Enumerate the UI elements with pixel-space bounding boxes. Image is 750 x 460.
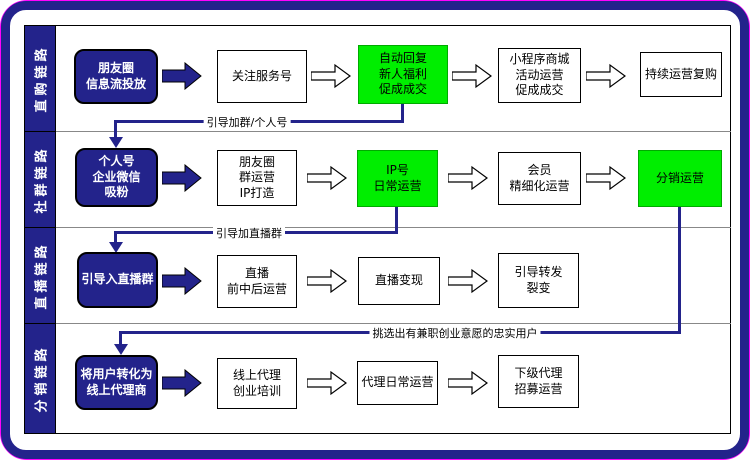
arrow-down-icon xyxy=(109,137,123,148)
row-divider xyxy=(24,131,731,132)
node-member-refined-ops: 会员 精细化运营 xyxy=(498,152,581,205)
arrow-right-solid-icon xyxy=(162,267,202,295)
lane-label-distribution: 分销链路 xyxy=(24,323,56,434)
node-personal-account-wecom-fans: 个人号 企业微信 吸粉 xyxy=(75,148,158,207)
arrow-right-solid-icon xyxy=(162,369,202,397)
connector-label: 引导加直播群 xyxy=(213,225,285,241)
lane-label-text: 社群链路 xyxy=(34,145,50,214)
arrow-right-hollow-icon xyxy=(307,165,347,191)
arrow-right-hollow-icon xyxy=(448,165,488,191)
lane-label-community: 社群链路 xyxy=(24,131,56,228)
connector-line xyxy=(678,207,681,334)
connector-line xyxy=(119,331,122,345)
node-miniprogram-mall-campaign: 小程序商城 活动运营 促成成交 xyxy=(498,48,581,103)
arrow-right-hollow-icon xyxy=(448,268,488,294)
node-retention-repurchase: 持续运营复购 xyxy=(640,52,722,97)
arrow-right-hollow-icon xyxy=(307,268,347,294)
arrow-down-icon xyxy=(114,344,128,355)
arrow-right-hollow-icon xyxy=(452,63,492,89)
node-distribution-ops: 分销运营 xyxy=(638,150,722,207)
arrow-down-icon xyxy=(109,242,123,253)
node-live-monetization: 直播变现 xyxy=(358,257,440,305)
connector-line xyxy=(401,104,404,123)
lane-label-text: 分销链路 xyxy=(34,344,50,413)
lane-label-livestream: 直播链路 xyxy=(24,227,56,324)
arrow-right-hollow-icon xyxy=(586,63,626,89)
node-sub-agent-recruiting: 下级代理 招募运营 xyxy=(498,355,579,408)
node-agent-daily-ops: 代理日常运营 xyxy=(357,361,438,405)
row-divider xyxy=(24,323,731,324)
arrow-right-hollow-icon xyxy=(586,165,626,191)
node-auto-reply-new-user-offer: 自动回复 新人福利 促成成交 xyxy=(358,45,448,104)
lane-label-text: 直购链路 xyxy=(34,44,50,113)
arrow-right-hollow-icon xyxy=(311,63,351,89)
node-convert-users-to-agents: 将用户转化为 线上代理商 xyxy=(75,355,158,410)
connector-line xyxy=(114,231,117,243)
node-ip-account-daily-ops: IP号 日常运营 xyxy=(357,150,438,207)
node-moments-feed-ads: 朋友圈 信息流投放 xyxy=(74,49,158,104)
row-divider xyxy=(24,227,731,228)
connector-line xyxy=(395,207,398,234)
lane-label-text: 直播链路 xyxy=(34,241,50,310)
node-guide-to-live-group: 引导入直播群 xyxy=(77,252,158,308)
arrow-right-solid-icon xyxy=(162,62,202,90)
connector-line xyxy=(114,120,117,138)
arrow-right-hollow-icon xyxy=(307,370,347,396)
connector-label: 挑选出有兼职创业意愿的忠实用户 xyxy=(369,325,541,341)
node-live-pre-mid-post-ops: 直播 前中后运营 xyxy=(217,255,297,308)
node-online-agent-training: 线上代理 创业培训 xyxy=(217,358,297,409)
node-follow-service-account: 关注服务号 xyxy=(217,50,307,103)
node-moments-group-ip-ops: 朋友圈 群运营 IP打造 xyxy=(217,150,297,206)
arrow-right-hollow-icon xyxy=(448,370,488,396)
node-guide-share-fission: 引导转发 裂变 xyxy=(498,253,579,308)
lane-label-direct-purchase: 直购链路 xyxy=(24,25,56,132)
arrow-right-solid-icon xyxy=(162,164,202,192)
connector-label: 引导加群/个人号 xyxy=(203,114,291,130)
